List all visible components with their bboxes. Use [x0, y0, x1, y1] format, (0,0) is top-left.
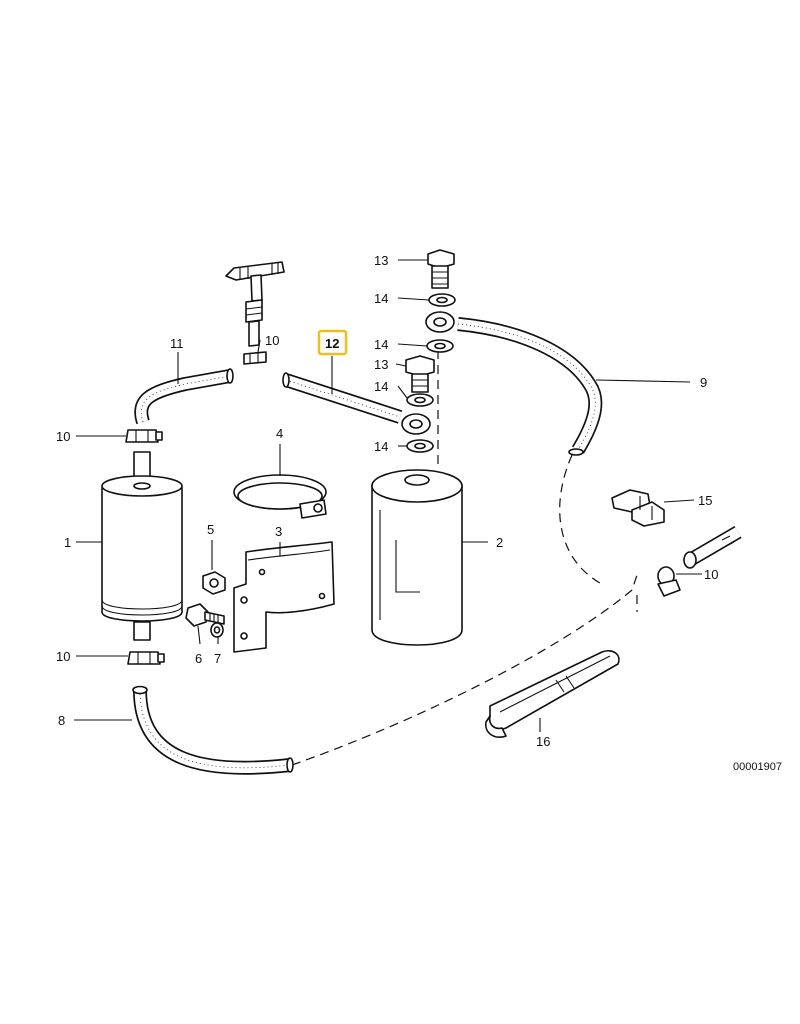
banjo-bolt-13-top[interactable] — [427, 249, 455, 289]
callout-13-top[interactable]: 13 — [374, 253, 388, 268]
banjo-fitting-top[interactable] — [425, 311, 455, 333]
leader-lines — [74, 259, 702, 732]
callout-1[interactable]: 1 — [64, 535, 71, 550]
callout-16[interactable]: 16 — [536, 734, 550, 749]
hose-9[interactable] — [457, 317, 603, 456]
hose-11[interactable] — [134, 368, 234, 425]
fuel-canister-2[interactable] — [371, 469, 463, 646]
hose-12[interactable] — [282, 372, 403, 424]
nut-5[interactable] — [202, 571, 226, 595]
callout-10-filter-bottom[interactable]: 10 — [56, 649, 70, 664]
callout-14-d[interactable]: 14 — [374, 439, 388, 454]
callout-10-right[interactable]: 10 — [704, 567, 718, 582]
washer-14-b[interactable] — [426, 339, 454, 353]
washer-7[interactable] — [210, 622, 224, 638]
diagram-reference-code: 00001907 — [733, 761, 782, 773]
callout-2[interactable]: 2 — [496, 535, 503, 550]
hose-clamp-10-filter-bottom[interactable] — [127, 651, 165, 665]
clip-15[interactable] — [611, 489, 665, 527]
washer-14-c[interactable] — [406, 393, 434, 407]
hose-clamp-10-top[interactable] — [243, 351, 267, 365]
callout-10-tee[interactable]: 10 — [265, 333, 279, 348]
callout-11[interactable]: 11 — [170, 336, 184, 351]
callout-9[interactable]: 9 — [700, 375, 707, 390]
callout-8[interactable]: 8 — [58, 713, 65, 728]
callout-14-c[interactable]: 14 — [374, 379, 388, 394]
fuel-line-right[interactable] — [683, 525, 742, 569]
edge-strip-16[interactable] — [485, 649, 620, 738]
banjo-bolt-13-bottom[interactable] — [405, 355, 435, 393]
hose-8[interactable] — [132, 685, 294, 775]
t-connector[interactable] — [225, 261, 285, 347]
callout-labels: 1 2 3 4 5 6 7 8 9 10 10 10 10 11 12 13 1… — [56, 253, 718, 749]
bolt-6[interactable] — [185, 603, 225, 627]
callout-14-b[interactable]: 14 — [374, 337, 388, 352]
callout-6[interactable]: 6 — [195, 651, 202, 666]
callout-14-a[interactable]: 14 — [374, 291, 388, 306]
fuel-filter-1[interactable] — [101, 451, 183, 641]
callout-3[interactable]: 3 — [275, 524, 282, 539]
callout-5[interactable]: 5 — [207, 522, 214, 537]
callout-7[interactable]: 7 — [214, 651, 221, 666]
banjo-fitting-bottom[interactable] — [401, 413, 431, 435]
callout-13-bottom[interactable]: 13 — [374, 357, 388, 372]
callout-12-highlight[interactable]: 12 — [317, 329, 348, 356]
bracket-3[interactable] — [233, 541, 335, 653]
washer-14-d[interactable] — [406, 439, 434, 453]
callout-4[interactable]: 4 — [276, 426, 283, 441]
callout-10-filter-top[interactable]: 10 — [56, 429, 70, 444]
washer-14-a[interactable] — [428, 293, 456, 307]
hose-clamp-10-right[interactable] — [657, 566, 681, 597]
clamp-band-4[interactable] — [233, 474, 327, 519]
callout-15[interactable]: 15 — [698, 493, 712, 508]
hose-clamp-10-filter-top[interactable] — [125, 429, 163, 443]
callout-12[interactable]: 12 — [325, 336, 339, 351]
